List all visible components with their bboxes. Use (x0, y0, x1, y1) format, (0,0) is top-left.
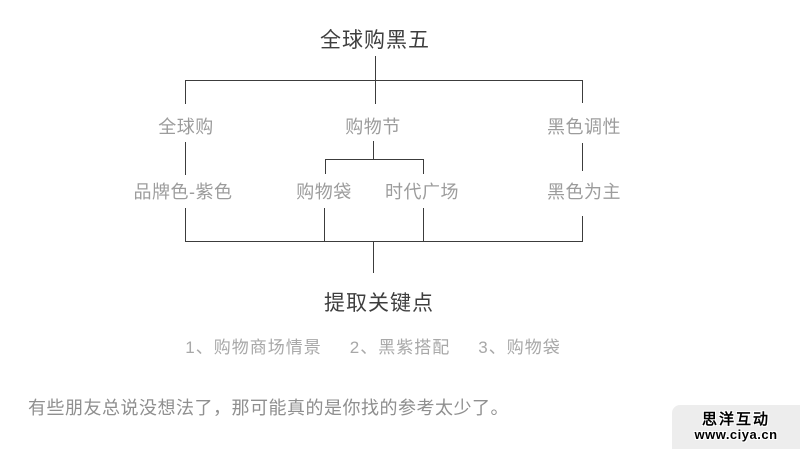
connector-drop-left (185, 80, 186, 104)
connector-drop-right (582, 80, 583, 103)
node-level1-global-shopping: 全球购 (158, 117, 214, 137)
diagram-root-title: 全球购黑五 (320, 29, 430, 52)
node-level2-times-square: 时代广场 (385, 182, 459, 202)
connector-bracket-drop-right (423, 159, 424, 174)
connector-bracket-drop-left (325, 159, 326, 174)
watermark-url: www.ciya.cn (694, 427, 778, 443)
connector-mid-bracket (325, 159, 424, 160)
connector-drop2-left (185, 208, 186, 241)
key-point-1: 1、购物商场情景 (185, 338, 322, 357)
key-point-2: 2、黑紫搭配 (349, 338, 451, 357)
connector-bottom-rail (185, 241, 583, 242)
node-level1-black-tone: 黑色调性 (547, 117, 621, 137)
node-level2-shopping-bag: 购物袋 (296, 182, 352, 202)
connector-left-branch (185, 142, 186, 175)
node-level1-shopping-festival: 购物节 (345, 117, 401, 137)
key-points-row: 1、购物商场情景 2、黑紫搭配 3、购物袋 (185, 339, 560, 356)
connector-top-rail (185, 80, 583, 81)
key-point-3: 3、购物袋 (478, 338, 561, 357)
footer-note: 有些朋友总说没想法了，那可能真的是你找的参考太少了。 (28, 398, 509, 418)
watermark-brand: 思洋互动 (701, 410, 770, 428)
connector-drop2-right (582, 216, 583, 241)
node-level2-mainly-black: 黑色为主 (547, 182, 621, 202)
connector-drop2-midleft (324, 208, 325, 241)
summary-title: 提取关键点 (324, 292, 434, 315)
node-level2-brand-purple: 品牌色-紫色 (133, 182, 233, 202)
watermark-badge: 思洋互动 www.ciya.cn (672, 405, 800, 449)
connector-drop2-midright (423, 208, 424, 241)
connector-right-branch (582, 143, 583, 171)
connector-mid-stem (373, 141, 374, 160)
connector-summary-stem (373, 241, 374, 273)
